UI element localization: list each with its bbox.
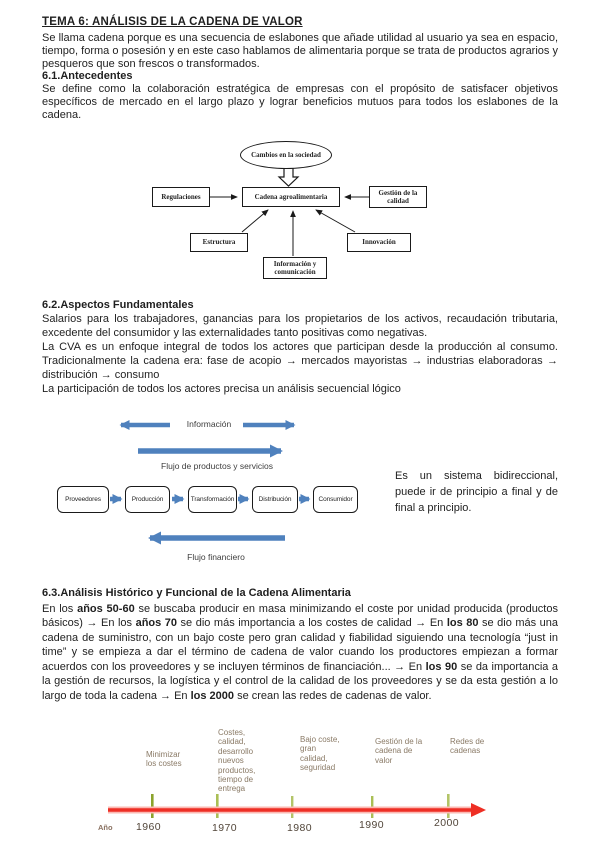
timeline-year-1990: 1990 — [359, 819, 384, 831]
section-6-2-paragraph-1: Salarios para los trabajadores, ganancia… — [42, 313, 558, 339]
box-innovacion: Innovación — [347, 233, 411, 252]
timeline-label-1990: Gestión de la cadena de valor — [375, 737, 423, 765]
box-cadena-agroalimentaria: Cadena agroalimentaria — [242, 187, 340, 207]
flujo-financiero-label: Flujo financiero — [187, 552, 245, 562]
section-6-1-paragraph: Se define como la colaboración estratégi… — [42, 83, 558, 121]
ellipse-cambios-sociedad: Cambios en la sociedad — [240, 141, 332, 169]
timeline-label-1980: Bajo coste, gran calidad, seguridad — [300, 735, 340, 773]
timeline-year-2000: 2000 — [434, 817, 459, 829]
header-section: TEMA 6: ANÁLISIS DE LA CADENA DE VALOR S… — [42, 16, 558, 122]
timeline-year-1970: 1970 — [212, 822, 237, 834]
bidirectional-note: Es un sistema bidireccional, puede ir de… — [395, 470, 558, 514]
timeline-label-2000: Redes de cadenas — [450, 737, 485, 756]
box-gestion-calidad: Gestión de la calidad — [369, 186, 427, 208]
historical-timeline: Minimizar los costes Costes, calidad, de… — [42, 722, 558, 848]
section-6-2-paragraph-2: La CVA es un enfoque integral de todos l… — [42, 341, 558, 381]
section-6-3-paragraph: En los años 50-60 se buscaba producir en… — [42, 602, 559, 702]
tick-2000 — [447, 794, 450, 818]
box-distribucion: Distribución — [252, 486, 298, 513]
tick-1960 — [151, 794, 154, 818]
informacion-arrow-label: Información — [186, 419, 232, 429]
section-6-3: 6.3.Análisis Histórico y Funcional de la… — [42, 586, 558, 703]
flujo-productos-label: Flujo de productos y servicios — [161, 461, 273, 471]
box-regulaciones: Regulaciones — [152, 187, 210, 207]
timeline-year-1980: 1980 — [287, 822, 312, 834]
tick-1970 — [216, 794, 219, 818]
section-6-2: 6.2.Aspectos Fundamentales Salarios para… — [42, 298, 558, 396]
section-6-2-paragraph-3: La participación de todos los actores pr… — [42, 383, 401, 395]
timeline-arrowhead — [471, 803, 486, 817]
timeline-label-1960: Minimizar los costes — [146, 750, 182, 769]
section-6-1-heading: 6.1.Antecedentes — [42, 70, 133, 83]
box-informacion-comunicacion: Información y comunicación — [263, 257, 327, 279]
section-6-3-heading: 6.3.Análisis Histórico y Funcional de la… — [42, 587, 351, 599]
section-6-2-heading: 6.2.Aspectos Fundamentales — [42, 299, 194, 311]
box-proveedores: Proveedores — [57, 486, 109, 513]
diagram1-connectors — [210, 167, 369, 256]
box-consumidor: Consumidor — [313, 486, 358, 513]
box-produccion: Producción — [125, 486, 170, 513]
timeline-label-1970: Costes, calidad, desarrollo nuevos produ… — [218, 728, 256, 794]
box-estructura: Estructura — [190, 233, 248, 252]
timeline-axis-graphics — [108, 794, 486, 818]
block-down-arrow — [277, 167, 300, 187]
timeline-year-1960: 1960 — [136, 821, 161, 833]
timeline-axis-label: Año — [98, 823, 113, 832]
antecedentes-diagram: Cambios en la sociedad Regulaciones Cade… — [42, 141, 558, 291]
flujos-diagram: Información Flujo de productos y servici… — [42, 418, 558, 570]
intro-paragraph: Se llama cadena porque es una secuencia … — [42, 32, 558, 70]
box-transformacion: Transformación — [188, 486, 237, 513]
diagram2-arrows — [110, 420, 311, 545]
page-title: TEMA 6: ANÁLISIS DE LA CADENA DE VALOR — [42, 16, 303, 28]
